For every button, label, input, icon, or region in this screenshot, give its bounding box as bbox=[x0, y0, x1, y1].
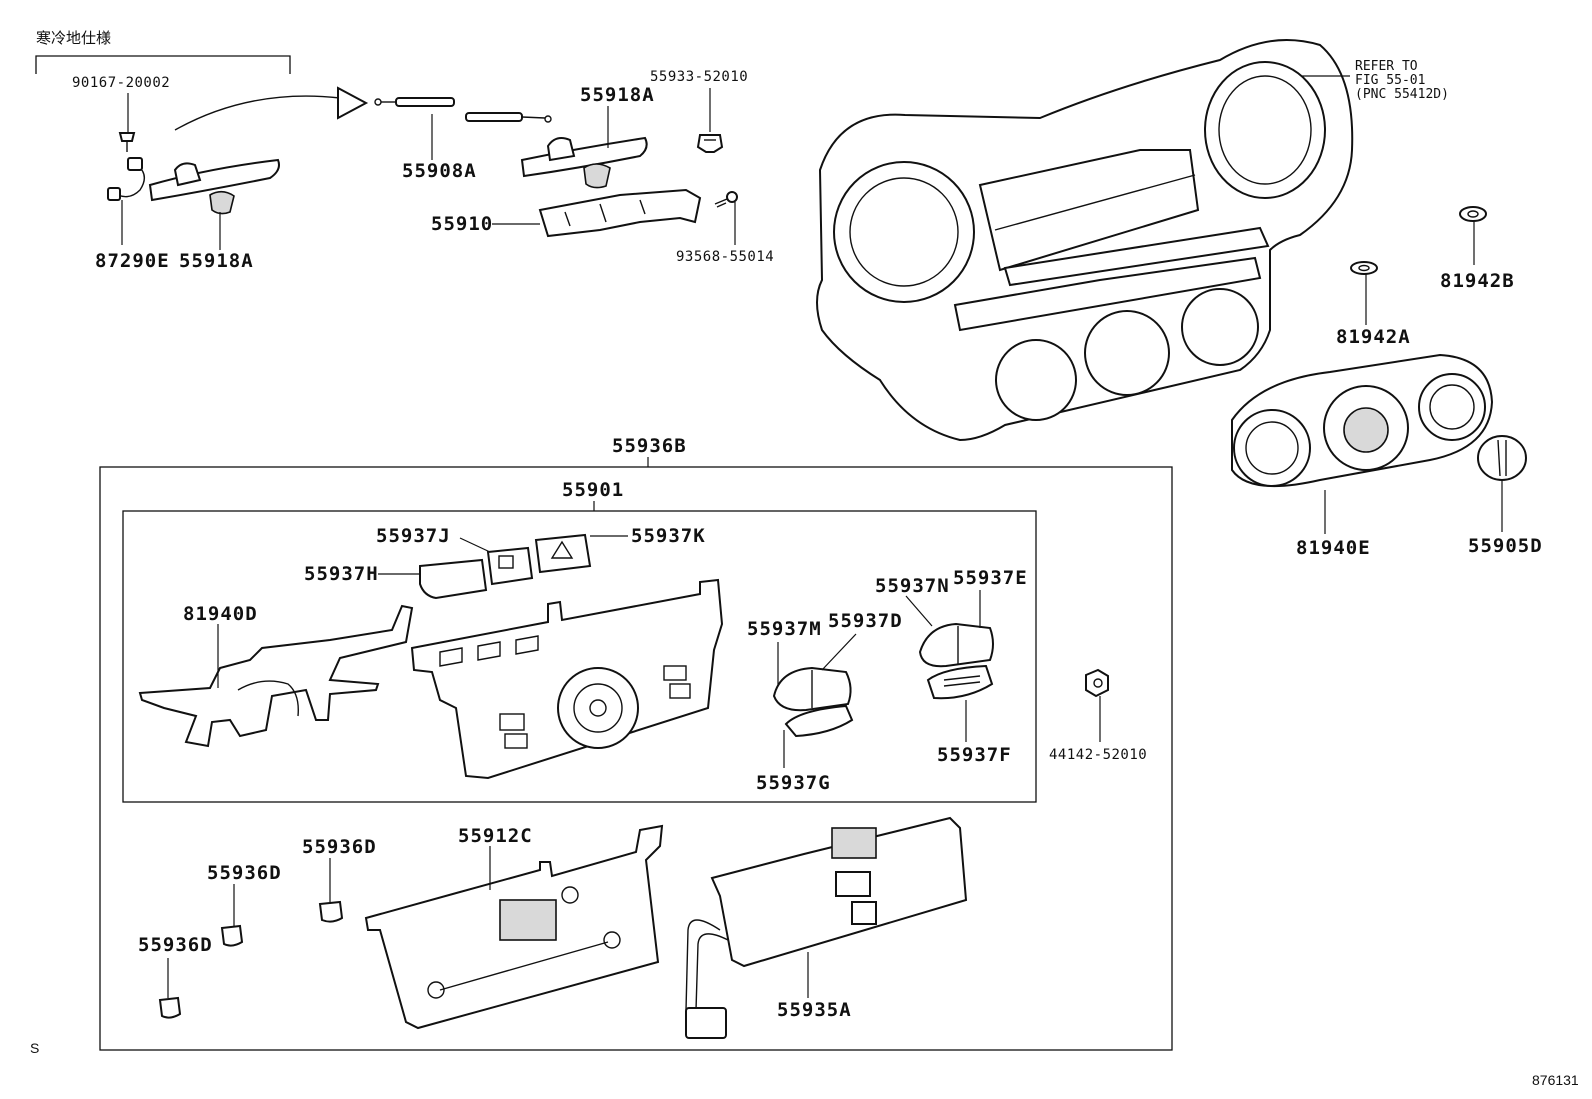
label-55935A[interactable]: 55935A bbox=[777, 999, 852, 1021]
label-55937H[interactable]: 55937H bbox=[304, 563, 379, 585]
assembly-arrow-head bbox=[337, 86, 369, 120]
label-90167-20002[interactable]: 90167-20002 bbox=[72, 75, 171, 91]
clip-55933-drawing bbox=[696, 134, 724, 153]
switch-board-55935A-drawing bbox=[685, 816, 968, 1039]
assembly-arrow bbox=[174, 95, 341, 131]
refer-note: REFER TO FIG 55-01 (PNC 55412D) bbox=[1355, 59, 1449, 102]
label-44142-52010[interactable]: 44142-52010 bbox=[1049, 747, 1148, 763]
bulb-55936D-a-drawing bbox=[318, 900, 344, 923]
lever-55918A-right-drawing bbox=[520, 136, 648, 189]
screw-93568-drawing bbox=[714, 191, 738, 208]
button-55937H-drawing bbox=[419, 558, 488, 600]
clip-81942B-drawing bbox=[1459, 206, 1487, 222]
label-55936D-a[interactable]: 55936D bbox=[302, 836, 377, 858]
diagram-code: 876131 bbox=[1532, 1072, 1579, 1088]
cold-region-note: 寒冷地仕様 bbox=[36, 29, 112, 47]
label-93568-55014[interactable]: 93568-55014 bbox=[676, 249, 775, 265]
label-81940D[interactable]: 81940D bbox=[183, 603, 258, 625]
label-55918A-right[interactable]: 55918A bbox=[580, 84, 655, 106]
button-55937G-drawing bbox=[784, 704, 854, 738]
label-55937J[interactable]: 55937J bbox=[376, 525, 451, 547]
label-55910[interactable]: 55910 bbox=[431, 213, 494, 235]
heater-wire-87290E-drawing bbox=[107, 157, 145, 201]
label-55936B[interactable]: 55936B bbox=[612, 435, 687, 457]
cable-55908A-drawing bbox=[374, 97, 552, 123]
leader-55937D bbox=[821, 633, 857, 671]
button-55937J-drawing bbox=[486, 546, 534, 586]
bulb-55936D-b-drawing bbox=[220, 924, 244, 947]
label-55937N[interactable]: 55937N bbox=[875, 575, 950, 597]
board-55912C-drawing bbox=[364, 824, 664, 1030]
leader-55937J bbox=[459, 537, 491, 553]
bulb-55936D-c-drawing bbox=[158, 996, 182, 1019]
label-81940E[interactable]: 81940E bbox=[1296, 537, 1371, 559]
label-55918A-left[interactable]: 55918A bbox=[179, 250, 254, 272]
clip-81942A-drawing bbox=[1350, 261, 1378, 275]
nut-44142-drawing bbox=[1085, 668, 1109, 698]
bezel-81940E-drawing bbox=[1231, 353, 1494, 488]
label-55936D-b[interactable]: 55936D bbox=[207, 862, 282, 884]
knob-55905D-drawing bbox=[1477, 435, 1527, 481]
label-55937K[interactable]: 55937K bbox=[631, 525, 706, 547]
label-55936D-c[interactable]: 55936D bbox=[138, 934, 213, 956]
center-cluster-panel-drawing bbox=[816, 39, 1354, 442]
bracket-81940D-drawing bbox=[138, 604, 414, 748]
label-55901[interactable]: 55901 bbox=[562, 479, 625, 501]
label-55937E[interactable]: 55937E bbox=[953, 567, 1028, 589]
label-55937F[interactable]: 55937F bbox=[937, 744, 1012, 766]
label-55937M[interactable]: 55937M bbox=[747, 618, 822, 640]
button-55937F-drawing bbox=[926, 664, 994, 700]
cold-region-bracket bbox=[35, 55, 291, 74]
label-55937D[interactable]: 55937D bbox=[828, 610, 903, 632]
screw-90167-drawing bbox=[118, 132, 136, 152]
label-55937G[interactable]: 55937G bbox=[756, 772, 831, 794]
button-55937K-drawing bbox=[534, 533, 592, 574]
lever-55918A-left-drawing bbox=[148, 158, 280, 215]
label-81942A[interactable]: 81942A bbox=[1336, 326, 1411, 348]
button-55937M-D-drawing bbox=[772, 666, 852, 712]
label-81942B[interactable]: 81942B bbox=[1440, 270, 1515, 292]
corner-s-mark: S bbox=[30, 1040, 40, 1056]
leader-55937N bbox=[905, 595, 933, 627]
frame-55901 bbox=[122, 510, 1037, 803]
label-87290E[interactable]: 87290E bbox=[95, 250, 170, 272]
bracket-55910-drawing bbox=[538, 188, 702, 238]
label-55912C[interactable]: 55912C bbox=[458, 825, 533, 847]
label-55933-52010[interactable]: 55933-52010 bbox=[650, 69, 749, 85]
label-55908A[interactable]: 55908A bbox=[402, 160, 477, 182]
label-55905D[interactable]: 55905D bbox=[1468, 535, 1543, 557]
button-55937N-E-drawing bbox=[918, 622, 994, 668]
frame-55936B bbox=[99, 466, 1173, 1051]
control-unit-55901-drawing bbox=[410, 578, 724, 780]
